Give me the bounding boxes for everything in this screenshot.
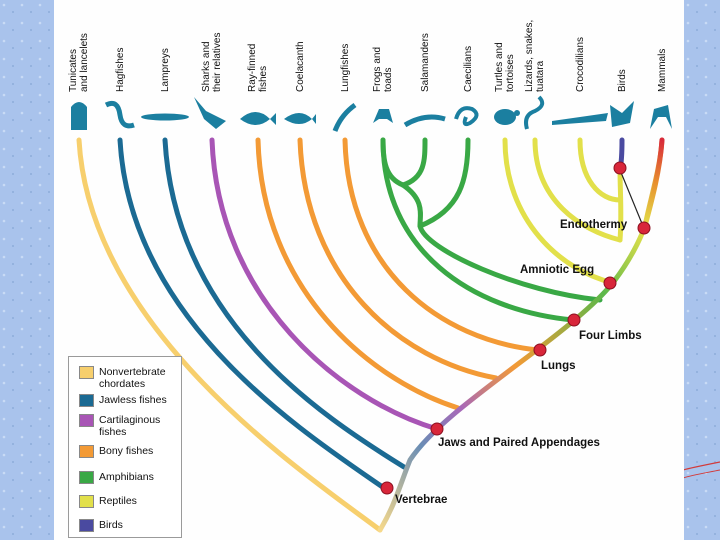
branch-amphibians-2 [417,223,603,303]
legend-label: Cartilaginous fishes [99,414,161,438]
node-dot [603,276,617,290]
lamprey-icon [141,113,189,121]
turtle-icon [494,109,520,125]
branch-ray-finned [255,137,461,411]
branch-crocodilians [577,137,623,203]
branch-tunicates [76,137,383,533]
branch-amphibians [380,137,576,323]
branch-lungfishes [342,137,541,353]
node-dot [430,422,444,436]
endothermy-connector [619,169,644,227]
branch-salamanders [400,137,428,188]
legend-swatch [79,445,94,458]
branch-hagfishes [117,137,387,491]
legend: Nonvertebrate chordates Jawless fishes C… [68,356,182,538]
bird-icon [610,101,634,127]
legend-swatch [79,394,94,407]
fish-icon [240,112,276,125]
shark-icon [194,97,226,129]
branch-frogs [380,137,406,188]
node-label-amniotic-egg: Amniotic Egg [520,264,595,276]
branch-lizards [532,137,623,243]
node-dot [567,313,581,327]
legend-label: Nonvertebrate chordates [99,366,166,390]
node-label-endothermy: Endothermy [560,219,628,231]
branch-lampreys [162,137,407,470]
tunicate-icon [71,102,87,130]
legend-swatch [79,495,94,508]
legend-swatch [79,414,94,427]
legend-label: Birds [99,519,123,531]
legend-label: Amphibians [99,471,154,483]
branch-coelacanth [297,137,499,381]
node-dot [637,221,651,235]
legend-label: Jawless fishes [99,394,167,406]
lungfish-icon [332,102,357,132]
node-label-jaws: Jaws and Paired Appendages [438,437,600,449]
legend-label: Bony fishes [99,445,154,457]
node-label-lungs: Lungs [541,360,576,372]
branch-archosaurs [617,167,624,243]
node-dot [613,161,627,175]
node-label-vertebrae: Vertebrae [395,494,448,506]
node-label-four-limbs: Four Limbs [579,330,642,342]
coelacanth-icon [284,113,316,124]
crocodile-icon [552,113,608,125]
hagfish-icon [104,100,135,129]
caecilian-icon [454,106,479,127]
branch-turtles [502,137,616,286]
legend-swatch [79,366,94,379]
frog-icon [373,109,393,123]
lizard-icon [524,95,545,130]
legend-swatch [79,519,94,532]
legend-label: Reptiles [99,495,137,507]
branch-frog-sal [400,182,423,229]
branch-caecilians [417,137,471,229]
branch-sharks [209,137,440,432]
monkey-icon [650,105,672,129]
branch-mammals [642,137,665,229]
legend-swatch [79,471,94,484]
node-dot [533,343,547,357]
node-dot [380,481,394,495]
salamander-icon [403,114,446,128]
